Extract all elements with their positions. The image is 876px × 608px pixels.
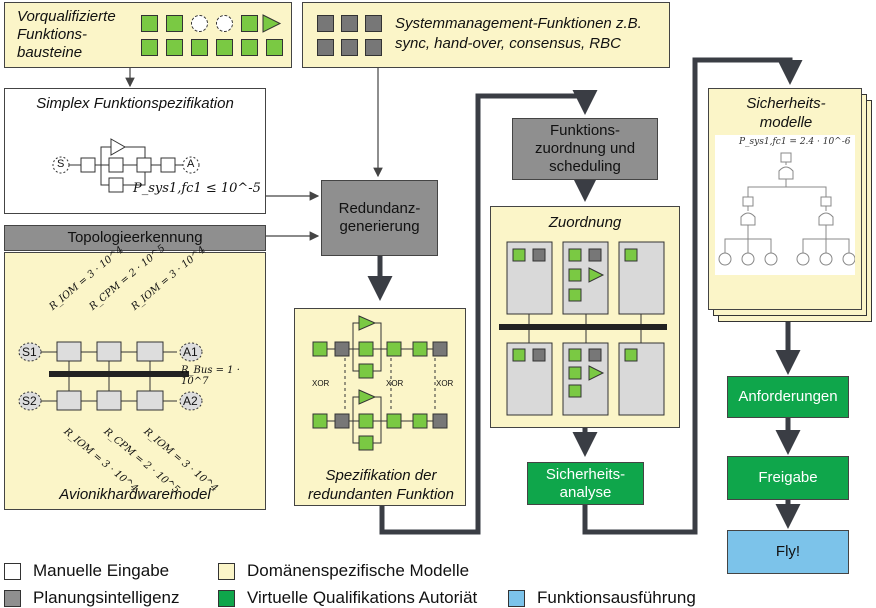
- legend-item-domaenenspezifische-modelle: Domänenspezifische Modelle: [218, 561, 469, 581]
- block-icon: [191, 39, 208, 56]
- redundant-function-diagram: [312, 315, 448, 451]
- vorqualifizierte-title: Vorqualifizierte Funktions-bausteine: [17, 8, 116, 61]
- fault-tree-diagram: [718, 152, 855, 266]
- triangle-block-icon: [262, 14, 282, 33]
- simplex-sink-label: A: [187, 158, 195, 170]
- allocation-diagram: [499, 241, 667, 416]
- block-icon: [365, 39, 382, 56]
- legend-label: Planungsintelligenz: [33, 588, 180, 607]
- block-icon: [341, 39, 358, 56]
- legend-item-virtuelle-qualifikation: Virtuelle Qualifikations Autoriät: [218, 588, 477, 608]
- xor-label-left: XOR: [312, 379, 330, 388]
- legend-label: Manuelle Eingabe: [33, 561, 170, 580]
- avionik-box: S1 S2 A1 A2 R_IOM = 3 · 10^4 R_CPM = 2 ·…: [4, 243, 266, 510]
- r-bus: R_Bus = 1 · 10^7: [181, 365, 240, 387]
- simplex-box: Simplex Funktionspezifikation S A P_sys1…: [4, 88, 266, 214]
- simplex-diagram: [52, 138, 200, 193]
- freigabe-label: Freigabe: [758, 469, 818, 486]
- sensor-s1-label: S1: [22, 345, 37, 359]
- sicherheitsanalyse-label: Sicherheits-analyse: [545, 465, 626, 501]
- avionik-diagram: [18, 341, 203, 411]
- spezifikation-title: Spezifikation der redundanten Funktion: [308, 467, 454, 503]
- source-node-icon: [52, 156, 70, 174]
- legend-item-funktionsausfuehrung: Funktionsausführung: [508, 588, 696, 608]
- path-spezifikation-funktionszuordnung: [379, 90, 598, 535]
- fly-box: Fly!: [727, 530, 849, 574]
- zuordnung-title: Zuordnung: [548, 214, 622, 231]
- legend-swatch: [4, 562, 21, 580]
- funktionszuordnung-box: Funktions-zuordnung und scheduling: [512, 118, 658, 180]
- vorqualifizierte-box: Vorqualifizierte Funktions-bausteine: [4, 2, 292, 68]
- block-icon: [241, 15, 258, 32]
- block-icon: [341, 15, 358, 32]
- systemmanagement-box: Systemmanagement-Funktionen z.B. sync, h…: [302, 2, 670, 68]
- legend-swatch: [4, 589, 21, 607]
- legend-swatch: [218, 589, 235, 607]
- sink-node-icon: [182, 156, 200, 174]
- block-icon: [365, 15, 382, 32]
- systemmanagement-title: Systemmanagement-Funktionen z.B. sync, h…: [395, 15, 642, 52]
- fly-label: Fly!: [775, 543, 801, 560]
- legend-swatch: [218, 562, 235, 580]
- block-icon: [141, 39, 158, 56]
- simplex-formula: P_sys1,fc1 ≤ 10^-5: [133, 181, 261, 196]
- avionik-title: Avionikhardwaremodel: [59, 486, 211, 503]
- simplex-source-label: S: [57, 158, 65, 170]
- sicherheitsmodelle-title: Sicherheits-modelle: [746, 95, 826, 131]
- legend-swatch: [508, 589, 525, 607]
- circle-node-icon: [191, 15, 208, 32]
- block-icon: [166, 39, 183, 56]
- redundanz-label: Redundanz-generierung: [338, 200, 421, 235]
- block-icon: [166, 15, 183, 32]
- zuordnung-box: Zuordnung: [490, 206, 680, 428]
- block-icon: [317, 15, 334, 32]
- anforderungen-label: Anforderungen: [738, 388, 838, 405]
- sensor-s2-label: S2: [22, 394, 37, 408]
- block-icon: [317, 39, 334, 56]
- legend-item-manuelle-eingabe: Manuelle Eingabe: [4, 561, 169, 581]
- simplex-title: Simplex Funktionspezifikation: [36, 95, 234, 112]
- topologie-label: Topologieerkennung: [67, 229, 203, 246]
- actuator-a1-label: A1: [183, 345, 198, 359]
- funktionszuordnung-label: Funktions-zuordnung und scheduling: [534, 122, 636, 175]
- xor-label-mid: XOR: [386, 379, 404, 388]
- legend-item-planungsintelligenz: Planungsintelligenz: [4, 588, 180, 608]
- block-icon: [241, 39, 258, 56]
- circle-node-icon: [216, 15, 233, 32]
- sicherheitsmodelle-box: Sicherheits-modelle P_sys1,fc1 = 2.4 · 1…: [708, 88, 862, 310]
- sicherheitsanalyse-box: Sicherheits-analyse: [527, 462, 644, 505]
- sicherheit-formula: P_sys1,fc1 = 2.4 · 10^-6: [739, 137, 851, 147]
- spezifikation-box: XOR XOR XOR Spezifikation der redundante…: [294, 308, 466, 506]
- xor-label-right: XOR: [436, 379, 454, 388]
- anforderungen-box: Anforderungen: [727, 376, 849, 418]
- legend-label: Funktionsausführung: [537, 588, 696, 607]
- block-icon: [141, 15, 158, 32]
- topologie-box: Topologieerkennung: [4, 225, 266, 251]
- path-analyse-sicherheitsmodelle: [582, 57, 803, 535]
- actuator-a2-label: A2: [183, 394, 198, 408]
- freigabe-box: Freigabe: [727, 456, 849, 500]
- redundanz-box: Redundanz-generierung: [321, 180, 438, 256]
- legend-label: Domänenspezifische Modelle: [247, 561, 470, 580]
- fault-tree-panel: P_sys1,fc1 = 2.4 · 10^-6: [715, 135, 855, 275]
- legend-label: Virtuelle Qualifikations Autoriät: [247, 588, 478, 607]
- block-icon: [216, 39, 233, 56]
- block-icon: [266, 39, 283, 56]
